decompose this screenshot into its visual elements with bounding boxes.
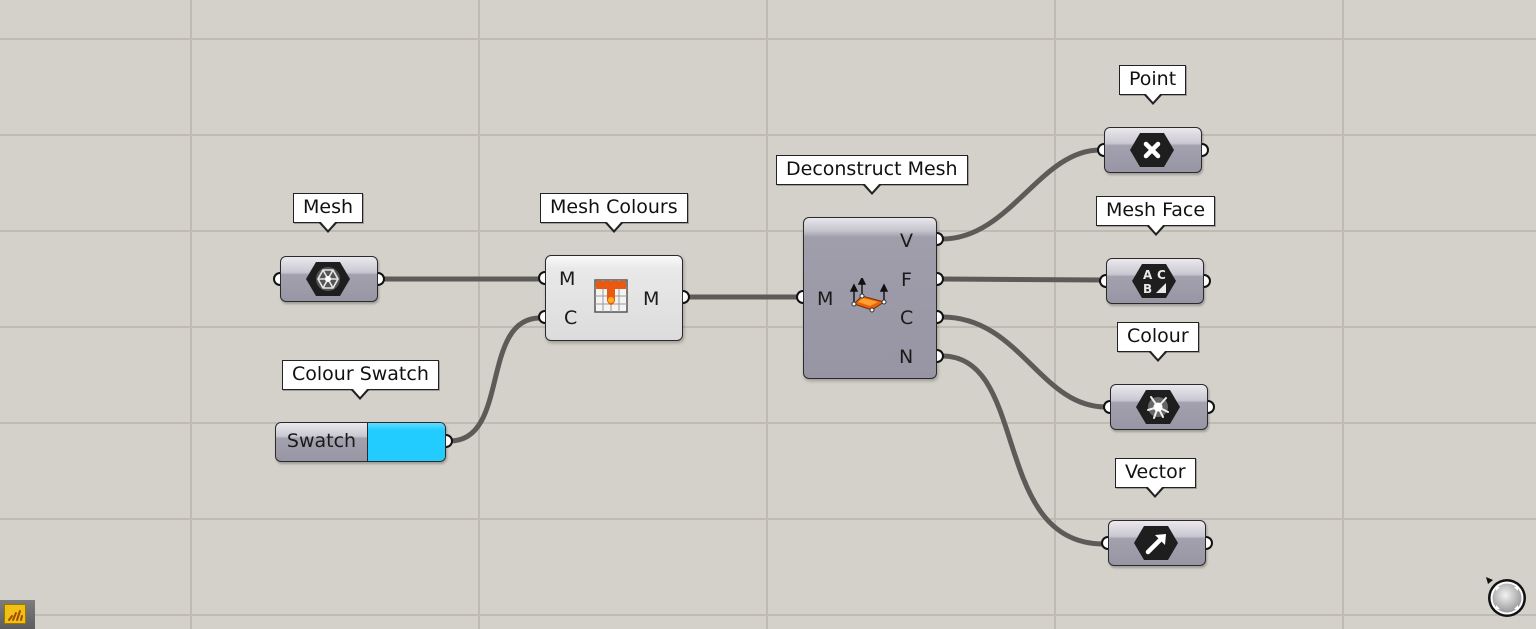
output-label-m: M (643, 288, 660, 310)
input-label-c: C (564, 307, 578, 329)
mesh-colours-tooltip-text: Mesh Colours (550, 196, 678, 218)
grid-line (0, 326, 1536, 328)
input-label-m: M (559, 268, 576, 290)
deconstruct-output-n-grip[interactable] (937, 349, 944, 363)
mesh-colours-component[interactable]: M C M (545, 255, 683, 341)
wire-f-to-meshface (939, 276, 1105, 283)
grid-line (478, 0, 480, 629)
mesh-tooltip-text: Mesh (303, 196, 354, 218)
mesh-face-tooltip-text: Mesh Face (1106, 199, 1206, 221)
vector-tooltip-text: Vector (1125, 461, 1186, 483)
colour-input-grip[interactable] (1103, 400, 1110, 414)
tooltip-pointer (1145, 486, 1166, 498)
wire-v-to-point (939, 147, 1103, 242)
tooltip-pointer (318, 221, 339, 233)
colour-tooltip: Colour (1117, 322, 1199, 362)
colour-output-grip[interactable] (1208, 400, 1215, 414)
grid-line (190, 0, 192, 629)
tooltip-pointer (1145, 224, 1166, 236)
colour-tooltip-text: Colour (1127, 325, 1189, 347)
mesh-face-output-grip[interactable] (1204, 274, 1211, 288)
deconstruct-mesh-icon (849, 278, 889, 313)
mesh-tooltip: Mesh (293, 193, 364, 233)
status-icon-glyph (4, 604, 26, 624)
tooltip-pointer (1147, 350, 1168, 362)
grid-line (0, 614, 1536, 616)
deconstruct-mesh-tooltip: Deconstruct Mesh (776, 155, 968, 195)
colour-swatch-tooltip-text: Colour Swatch (292, 363, 429, 385)
vector-tooltip: Vector (1115, 458, 1196, 498)
vector-param[interactable] (1108, 520, 1206, 566)
colour-swatch-param[interactable]: Swatch (275, 422, 446, 462)
deconstruct-output-v-grip[interactable] (937, 232, 944, 246)
deconstruct-mesh-component[interactable]: M V F C N (803, 217, 937, 379)
tooltip-pointer (350, 388, 371, 400)
grid-line (0, 38, 1536, 40)
mesh-face-tooltip: Mesh Face (1096, 196, 1216, 236)
output-label-f: F (901, 269, 912, 291)
vector-arrow-icon (1134, 526, 1178, 560)
deconstruct-mesh-tooltip-text: Deconstruct Mesh (786, 158, 958, 180)
wire-swatch-to-meshcolours (447, 315, 543, 444)
grid-line (0, 422, 1536, 424)
grid-line (766, 0, 768, 629)
grid-line (0, 230, 1536, 232)
grid-line (0, 518, 1536, 520)
vector-input-grip[interactable] (1101, 536, 1108, 550)
grasshopper-status-icon[interactable] (0, 600, 35, 629)
grid-line (1054, 0, 1056, 629)
vector-output-grip[interactable] (1206, 536, 1213, 550)
grid-line (0, 134, 1536, 136)
tooltip-pointer (603, 221, 624, 233)
deconstruct-output-f-grip[interactable] (937, 272, 944, 286)
tooltip-pointer (1142, 93, 1163, 105)
canvas-navigation-widget[interactable] (1484, 574, 1528, 618)
mesh-colours-input-m-grip[interactable] (538, 271, 545, 285)
colour-burst-icon (1136, 390, 1180, 424)
deconstruct-input-m-grip[interactable] (796, 290, 803, 304)
swatch-output-grip[interactable] (446, 434, 453, 448)
mesh-output-grip[interactable] (378, 272, 385, 286)
svg-text:C: C (1157, 268, 1166, 282)
point-input-grip[interactable] (1097, 143, 1104, 157)
mesh-param[interactable] (280, 256, 378, 302)
wire-n-to-vector (939, 353, 1107, 547)
colour-param[interactable] (1110, 384, 1208, 430)
signal-bars-icon (8, 610, 23, 621)
mesh-face-input-grip[interactable] (1099, 274, 1106, 288)
mesh-colour-icon (594, 279, 628, 313)
swatch-color-button[interactable] (368, 423, 445, 461)
deconstruct-output-c-grip[interactable] (937, 310, 944, 324)
svg-text:B: B (1143, 282, 1152, 296)
output-label-n: N (899, 346, 914, 368)
mesh-hexagon-icon (306, 262, 350, 296)
mesh-colours-tooltip: Mesh Colours (540, 193, 688, 233)
colour-swatch-tooltip: Colour Swatch (282, 360, 439, 400)
input-label-m: M (817, 288, 834, 310)
point-tooltip-text: Point (1129, 68, 1177, 90)
mesh-colours-output-m-grip[interactable] (683, 290, 690, 304)
wire-c-to-colour (939, 314, 1109, 410)
svg-text:A: A (1143, 268, 1153, 282)
point-x-icon (1130, 133, 1174, 167)
output-label-v: V (900, 230, 913, 252)
point-param[interactable] (1104, 127, 1202, 173)
tooltip-pointer (861, 183, 882, 195)
grid-line (1342, 0, 1344, 629)
swatch-label: Swatch (276, 423, 368, 461)
point-tooltip: Point (1119, 65, 1187, 105)
mesh-colours-input-c-grip[interactable] (538, 310, 545, 324)
point-output-grip[interactable] (1202, 143, 1209, 157)
output-label-c: C (900, 307, 914, 329)
mesh-input-grip[interactable] (273, 272, 280, 286)
